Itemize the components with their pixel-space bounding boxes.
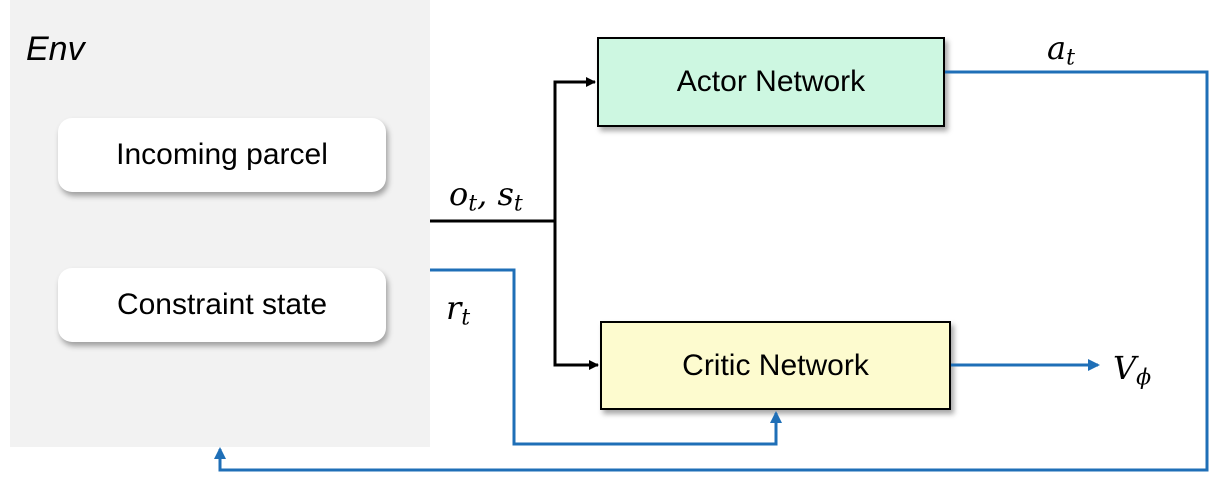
observation-to-actor-wire	[553, 77, 596, 221]
reward-wire	[430, 268, 782, 446]
observation-to-critic-wire	[553, 221, 599, 370]
observation-label: ot, st	[449, 175, 523, 217]
incoming-parcel-box: Incoming parcel	[58, 118, 386, 192]
env-title: Env	[26, 30, 85, 68]
critic-network-box: Critic Network	[600, 321, 951, 410]
actor-network-box: Actor Network	[597, 37, 945, 127]
action-label: at	[1047, 29, 1075, 71]
action-feedback-wire	[214, 70, 1209, 472]
constraint-state-box: Constraint state	[58, 268, 386, 342]
env-panel	[10, 0, 430, 447]
reward-label: rt	[446, 289, 471, 331]
value-label: Vϕ	[1113, 349, 1152, 391]
